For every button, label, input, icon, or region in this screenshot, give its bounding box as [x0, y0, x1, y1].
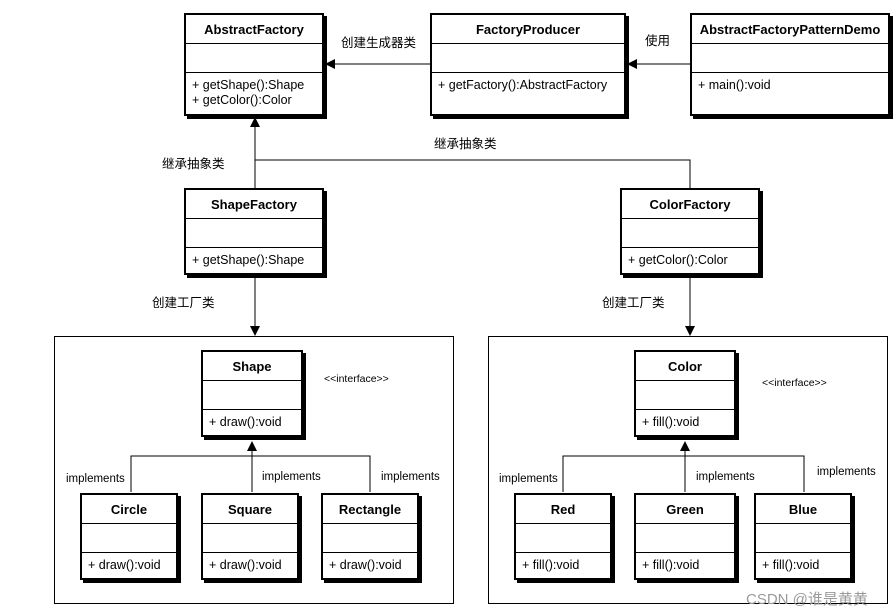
class-blue[interactable]: Blue + fill():void	[754, 493, 852, 580]
class-square[interactable]: Square + draw():void	[201, 493, 299, 580]
class-operations: + draw():void	[82, 553, 176, 578]
label-shape-interface: <<interface>>	[324, 373, 389, 385]
class-attributes	[692, 44, 888, 73]
class-name: Blue	[756, 495, 850, 524]
class-attributes	[82, 524, 176, 553]
class-name: ShapeFactory	[186, 190, 322, 219]
class-operation: + getFactory():AbstractFactory	[438, 78, 608, 92]
class-attributes	[636, 381, 734, 410]
class-operation: + fill():void	[762, 558, 820, 572]
class-operations: + main():void	[692, 73, 888, 114]
label-inherit-left: 继承抽象类	[162, 157, 225, 171]
label-implements-red: implements	[499, 473, 558, 485]
class-operation: + draw():void	[88, 558, 161, 572]
class-demo[interactable]: AbstractFactoryPatternDemo + main():void	[690, 13, 890, 116]
class-operation: + fill():void	[522, 558, 580, 572]
class-operations: + draw():void	[203, 553, 297, 578]
class-operations: + draw():void	[203, 410, 301, 435]
class-operations: + getFactory():AbstractFactory	[432, 73, 624, 114]
class-name: Rectangle	[323, 495, 417, 524]
class-name: Square	[203, 495, 297, 524]
class-operation: + main():void	[698, 78, 771, 92]
class-name: AbstractFactory	[186, 15, 322, 44]
class-operation: + draw():void	[209, 415, 282, 429]
class-operations: + fill():void	[516, 553, 610, 578]
label-create-factory-right: 创建工厂类	[602, 296, 665, 310]
class-operation: + draw():void	[209, 558, 282, 572]
class-green[interactable]: Green + fill():void	[634, 493, 736, 580]
class-attributes	[186, 219, 322, 248]
shape-group-frame	[54, 336, 454, 604]
class-attributes	[186, 44, 322, 73]
class-shape-interface[interactable]: Shape + draw():void	[201, 350, 303, 437]
label-implements-rectangle: implements	[381, 471, 440, 483]
class-operations: + getShape():Shape	[186, 248, 322, 273]
class-name: Shape	[203, 352, 301, 381]
label-use: 使用	[645, 34, 671, 48]
class-attributes	[203, 381, 301, 410]
class-shape-factory[interactable]: ShapeFactory + getShape():Shape	[184, 188, 324, 275]
edge-colorfactory-inherits	[255, 159, 691, 188]
watermark: CSDN @谁是黄黄	[746, 591, 868, 608]
class-name: Circle	[82, 495, 176, 524]
class-operations: + fill():void	[636, 553, 734, 578]
class-name: AbstractFactoryPatternDemo	[692, 15, 888, 44]
class-factory-producer[interactable]: FactoryProducer + getFactory():AbstractF…	[430, 13, 626, 116]
label-create-factory-left: 创建工厂类	[152, 296, 215, 310]
class-attributes	[432, 44, 624, 73]
class-name: Green	[636, 495, 734, 524]
label-create-producer: 创建生成器类	[341, 36, 417, 50]
class-attributes	[636, 524, 734, 553]
class-name: Red	[516, 495, 610, 524]
label-implements-green: implements	[696, 471, 755, 483]
class-red[interactable]: Red + fill():void	[514, 493, 612, 580]
label-implements-circle: implements	[66, 473, 125, 485]
class-color-interface[interactable]: Color + fill():void	[634, 350, 736, 437]
class-rectangle[interactable]: Rectangle + draw():void	[321, 493, 419, 580]
class-operations: + fill():void	[756, 553, 850, 578]
class-circle[interactable]: Circle + draw():void	[80, 493, 178, 580]
class-name: Color	[636, 352, 734, 381]
class-operation: + draw():void	[329, 558, 402, 572]
class-operation: + getShape():Shape	[192, 78, 305, 92]
class-operations: + getColor():Color	[622, 248, 758, 273]
label-color-interface: <<interface>>	[762, 377, 827, 389]
class-attributes	[516, 524, 610, 553]
class-abstract-factory[interactable]: AbstractFactory + getShape():Shape + get…	[184, 13, 324, 116]
color-group-frame	[488, 336, 888, 604]
label-implements-square: implements	[262, 471, 321, 483]
edge-shape-implements-bar	[130, 455, 371, 492]
class-color-factory[interactable]: ColorFactory + getColor():Color	[620, 188, 760, 275]
class-operations: + fill():void	[636, 410, 734, 435]
class-operations: + getShape():Shape + getColor():Color	[186, 73, 322, 114]
class-operations: + draw():void	[323, 553, 417, 578]
class-attributes	[203, 524, 297, 553]
class-operation: + fill():void	[642, 415, 700, 429]
label-inherit-right: 继承抽象类	[434, 137, 497, 151]
class-attributes	[622, 219, 758, 248]
class-name: ColorFactory	[622, 190, 758, 219]
class-operation: + getColor():Color	[628, 253, 728, 267]
label-implements-blue: implements	[817, 466, 876, 478]
class-name: FactoryProducer	[432, 15, 624, 44]
class-operation: + getShape():Shape	[192, 253, 305, 267]
class-attributes	[756, 524, 850, 553]
class-operation: + getColor():Color	[192, 93, 292, 107]
edge-color-implements-bar	[562, 455, 805, 492]
class-operation: + fill():void	[642, 558, 700, 572]
class-attributes	[323, 524, 417, 553]
